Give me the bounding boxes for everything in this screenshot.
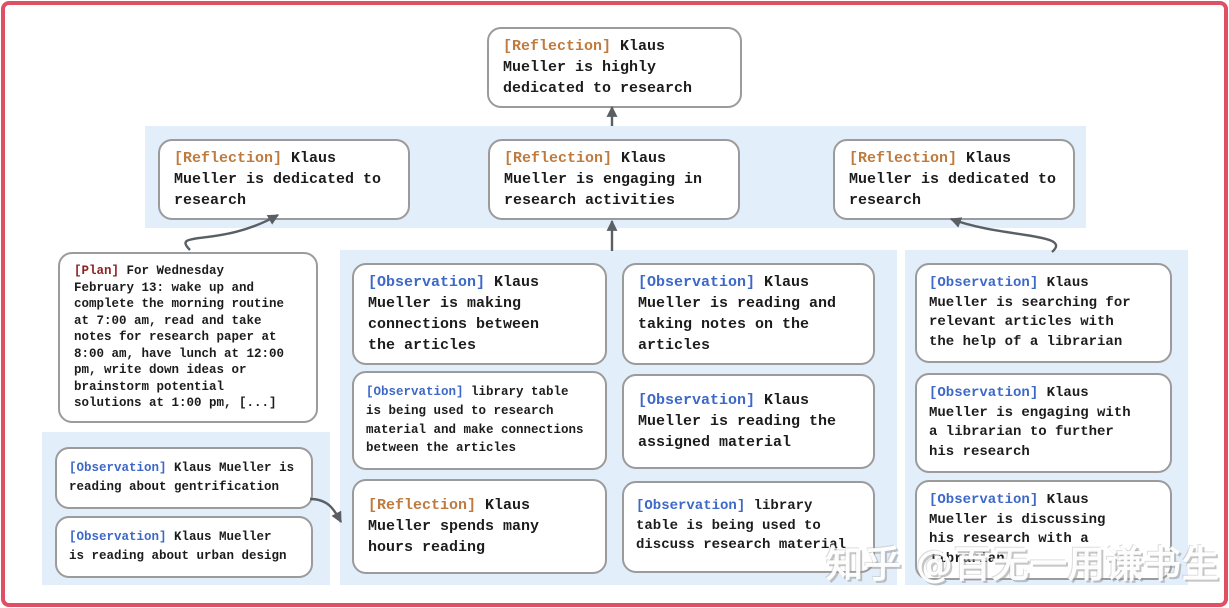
node-reflection-right: [Reflection] Klaus Mueller is dedicated …	[833, 139, 1075, 220]
reflection-tag: [Reflection]	[174, 150, 283, 167]
observation-tag: [Observation]	[366, 385, 464, 399]
observation-tag: [Observation]	[638, 392, 756, 409]
node-text: Klaus Mueller is making connections betw…	[368, 274, 540, 354]
observation-tag: [Observation]	[929, 492, 1039, 508]
node-obs-taking-notes: [Observation] Klaus Mueller is reading a…	[622, 263, 875, 365]
node-text: Klaus Mueller is dedicated to research	[849, 150, 1057, 209]
node-obs-gentrification: [Observation] Klaus Mueller is reading a…	[55, 447, 313, 509]
observation-tag: [Observation]	[368, 274, 486, 291]
node-text: Klaus Mueller is reading and taking note…	[638, 274, 837, 354]
node-obs-library-discuss: [Observation] library table is being use…	[622, 481, 875, 573]
node-obs-discussing-research: [Observation] Klaus Mueller is discussin…	[915, 480, 1172, 581]
node-text: Klaus Mueller is engaging with a librari…	[929, 385, 1131, 460]
observation-tag: [Observation]	[636, 498, 746, 514]
plan-tag: [Plan]	[74, 264, 120, 278]
node-obs-making-connections: [Observation] Klaus Mueller is making co…	[352, 263, 607, 365]
node-text: Klaus Mueller is dedicated to research	[174, 150, 382, 209]
node-text: Klaus Mueller is highly dedicated to res…	[503, 38, 693, 97]
observation-tag: [Observation]	[638, 274, 756, 291]
node-text: Klaus Mueller is reading the assigned ma…	[638, 392, 837, 451]
node-reflection-left: [Reflection] Klaus Mueller is dedicated …	[158, 139, 410, 220]
node-obs-library-research: [Observation] library table is being use…	[352, 371, 607, 470]
reflection-tag: [Reflection]	[849, 150, 958, 167]
node-text: library table is being used to discuss r…	[636, 498, 847, 554]
node-text: For Wednesday February 13: wake up and c…	[74, 264, 285, 410]
node-text: Klaus Mueller is discussing his research…	[929, 492, 1106, 567]
node-text: Klaus Mueller is searching for relevant …	[929, 275, 1131, 350]
observation-tag: [Observation]	[69, 530, 167, 544]
node-obs-engaging-librarian: [Observation] Klaus Mueller is engaging …	[915, 373, 1172, 474]
node-text: Klaus Mueller is engaging in research ac…	[504, 150, 703, 209]
observation-tag: [Observation]	[929, 275, 1039, 291]
reflection-tag: [Reflection]	[503, 38, 612, 55]
node-text: Klaus Mueller spends many hours reading	[368, 497, 540, 556]
node-obs-urban-design: [Observation] Klaus Mueller is reading a…	[55, 516, 313, 578]
observation-tag: [Observation]	[69, 461, 167, 475]
node-reflection-mid: [Reflection] Klaus Mueller is engaging i…	[488, 139, 740, 220]
node-reflection-hours-reading: [Reflection] Klaus Mueller spends many h…	[352, 479, 607, 574]
node-obs-assigned-material: [Observation] Klaus Mueller is reading t…	[622, 374, 875, 469]
reflection-tag: [Reflection]	[368, 497, 477, 514]
node-text: Klaus Mueller is reading about urban des…	[69, 530, 287, 563]
reflection-tag: [Reflection]	[504, 150, 613, 167]
node-plan: [Plan] For Wednesday February 13: wake u…	[58, 252, 318, 423]
node-text: Klaus Mueller is reading about gentrific…	[69, 461, 295, 494]
node-reflection-root: [Reflection] Klaus Mueller is highly ded…	[487, 27, 742, 108]
node-obs-searching-articles: [Observation] Klaus Mueller is searching…	[915, 263, 1172, 364]
watermark: 知乎 @百无一用谦书生	[826, 543, 1220, 586]
observation-tag: [Observation]	[929, 385, 1039, 401]
node-text: library table is being used to research …	[366, 385, 584, 456]
